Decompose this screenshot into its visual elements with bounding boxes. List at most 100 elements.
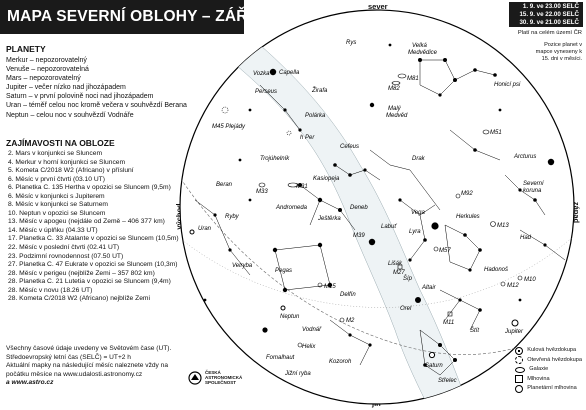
event-item: 27. Planetka C. 47 Eukrate v opozici se … xyxy=(8,261,178,269)
label-vozka: Vozka xyxy=(253,71,270,77)
label-m33: M33 xyxy=(256,189,268,195)
label-orel: Orel xyxy=(400,306,412,312)
label-m92: M92 xyxy=(461,191,473,197)
label-drak: Drak xyxy=(412,156,426,162)
planet-item: Saturn – v první polovině noci nad jihoz… xyxy=(6,93,154,101)
event-item: 8. Měsíc v konjunkci se Saturnem xyxy=(8,201,108,209)
footer-link[interactable]: a www.astro.cz xyxy=(6,379,54,387)
legend-galaxy: Galaxie xyxy=(515,365,582,375)
event-item: 22. Měsíc v poslední čtvrti (02.41 UT) xyxy=(8,244,120,252)
label-jesterka: Ještěrka xyxy=(317,216,341,222)
label-trojuhelnik: Trojúhelník xyxy=(260,156,290,162)
time-3: 30. 9. ve 21.00 SELČ xyxy=(519,18,579,26)
label-zirafa: Žirafa xyxy=(311,86,328,94)
label-honici-psi: Honicí psi xyxy=(494,82,521,88)
nebula-icon xyxy=(515,375,524,384)
label-jupiter: Jupiter xyxy=(504,329,524,335)
galaxy-icon xyxy=(515,366,526,373)
neptun-marker xyxy=(280,305,286,311)
label-h-per: h Per xyxy=(300,135,315,141)
event-item: 5. Kometa C/2018 W2 (Africano) v příslun… xyxy=(8,167,134,175)
globular-cluster-icon xyxy=(515,346,524,355)
planet-item: Uran – téměř celou noc kromě večera v so… xyxy=(6,102,187,110)
label-saturn: Saturn xyxy=(425,363,443,369)
legend-nebula: Mlhovina xyxy=(515,375,582,385)
org-logo-icon xyxy=(188,370,202,385)
label-pegas: Pegas xyxy=(275,268,292,274)
ecliptic-line xyxy=(180,169,574,355)
legend: Kulová hvězdokupa Otevřená hvězdokupa Ga… xyxy=(515,346,582,394)
label-capella: Capella xyxy=(279,70,300,76)
label-m13: M13 xyxy=(497,223,509,229)
event-item: 6. Planetka C. 135 Hertha v opozici se S… xyxy=(8,184,171,192)
jupiter-marker xyxy=(511,319,519,327)
label-velryba: Velryba xyxy=(232,263,253,269)
label-fomalhaut: Fomalhaut xyxy=(266,355,295,361)
label-lisak: Lišák xyxy=(388,261,403,267)
planet-item: Venuše – nepozorovatelná xyxy=(6,66,89,74)
label-perseus: Perseus xyxy=(255,89,277,95)
label-deneb: Deneb xyxy=(350,205,368,211)
planet-item: Mars – nepozorovatelný xyxy=(6,75,81,83)
label-lyra: Lyra xyxy=(409,229,421,235)
event-item: 10. Neptun v opozici se Sluncem xyxy=(8,209,106,217)
label-kozoroh: Kozoroh xyxy=(329,359,352,365)
planet-markers xyxy=(189,229,519,359)
label-m45: M45 Plejády xyxy=(212,124,246,130)
label-hadonos: Hadonoš xyxy=(484,267,508,273)
label-sip: Šíp xyxy=(403,275,413,282)
label-velka-medvedice-2: Medvědice xyxy=(408,50,438,56)
time-2: 15. 9. ve 22.00 SELČ xyxy=(519,10,579,18)
org-name-3: SPOLEČNOST xyxy=(205,380,237,385)
constellation-lines xyxy=(194,59,566,376)
saturn-marker xyxy=(428,351,436,359)
planetary-nebula-icon xyxy=(515,384,524,393)
event-item: 23. Podzimní rovnodennost (07.50 UT) xyxy=(8,252,124,260)
planets-heading: PLANETY xyxy=(6,44,46,54)
label-arcturus: Arcturus xyxy=(513,154,536,160)
event-item: 28. Planetka C. 21 Lutetia v opozici se … xyxy=(8,278,171,286)
label-m51: M51 xyxy=(490,130,502,136)
label-vodnar: Vodnář xyxy=(302,327,322,333)
label-rys: Rys xyxy=(346,40,356,46)
celestial-equator xyxy=(181,234,574,308)
label-severni-koruna-2: koruna xyxy=(523,188,542,194)
label-m27: M27 xyxy=(393,270,405,276)
event-item: 2. Mars v konjunkci se Sluncem xyxy=(8,150,103,157)
planet-item: Merkur – nepozorovatelný xyxy=(6,57,87,64)
planet-item: Neptun – celou noc v souhvězdí Vodnáře xyxy=(6,111,134,119)
label-helix: Helix xyxy=(302,344,316,350)
label-polarka: Polárka xyxy=(305,113,326,119)
open-cluster-icon xyxy=(515,356,524,365)
label-m31: M31 xyxy=(296,184,308,190)
events-heading: ZAJÍMAVOSTI NA OBLOZE xyxy=(6,138,115,148)
event-item: 28. Měsíc v novu (18.26 UT) xyxy=(8,286,93,294)
page-title: MAPA SEVERNÍ OBLOHY – ZÁŘÍ 2019 xyxy=(0,0,292,34)
label-m12: M12 xyxy=(507,283,519,289)
time-box: 1. 9. ve 23.00 SELČ 15. 9. ve 22.00 SELČ… xyxy=(509,2,583,28)
planet-position-note: Pozice planet v mapce vyneseny k 15. dni… xyxy=(535,42,582,63)
org-name-2: ASTRONOMICKÁ xyxy=(205,375,243,380)
label-delfin: Delfín xyxy=(340,292,356,298)
event-item: 6. Měsíc v konjunkci s Jupiterem xyxy=(8,192,105,200)
label-m2: M2 xyxy=(346,318,355,324)
legend-open: Otevřená hvězdokupa xyxy=(515,356,582,366)
direction-north: sever xyxy=(368,2,388,11)
label-uran: Uran xyxy=(198,226,212,232)
footer-link-note: Aktuální mapky na následující měsíc nale… xyxy=(6,362,169,378)
stars xyxy=(203,43,555,367)
event-item: 13. Měsíc v apogeu (nejdále od Země – 40… xyxy=(8,218,165,226)
label-m15: M15 xyxy=(324,284,336,290)
uran-marker xyxy=(189,229,195,235)
label-stit: Štít xyxy=(470,327,479,334)
footer: Všechny časové údaje uvedeny ve Světovém… xyxy=(6,345,186,388)
events-section: ZAJÍMAVOSTI NA OBLOZE 2. Mars v konjunkc… xyxy=(6,138,179,304)
legend-globular: Kulová hvězdokupa xyxy=(515,346,582,356)
event-item: 6. Měsíc v první čtvrti (03.10 UT) xyxy=(8,175,105,183)
validity-note: Platí na celém území ČR xyxy=(517,30,582,36)
event-item: 14. Měsíc v úplňku (04.33 UT) xyxy=(8,226,98,234)
